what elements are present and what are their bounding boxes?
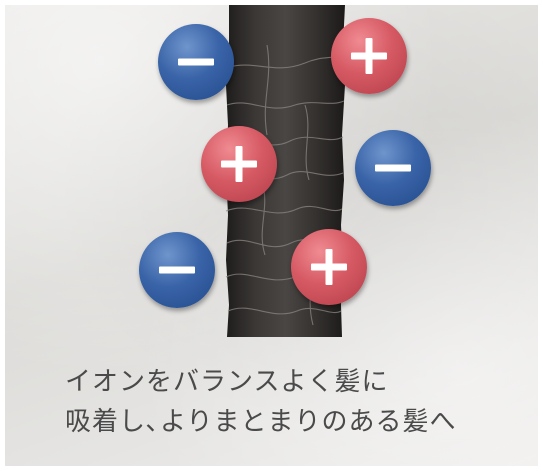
minus-icon — [159, 266, 195, 274]
minus-icon — [375, 164, 411, 172]
positive-ion-bubble — [331, 18, 407, 94]
plus-icon — [311, 249, 347, 285]
caption-text: イオンをバランスよく髪に 吸着し､よりまとまりのある髪へ — [65, 362, 535, 442]
minus-icon — [178, 58, 214, 66]
caption-line-1: イオンをバランスよく髪に — [65, 367, 389, 397]
positive-ion-bubble — [201, 126, 277, 202]
plus-icon — [221, 146, 257, 182]
positive-ion-bubble — [291, 229, 367, 305]
negative-ion-bubble — [158, 24, 234, 100]
caption-line-2: 吸着し､よりまとまりのある髪へ — [65, 407, 457, 437]
plus-icon — [351, 38, 387, 74]
illustration-panel: イオンをバランスよく髪に 吸着し､よりまとまりのある髪へ — [5, 5, 538, 466]
negative-ion-bubble — [355, 130, 431, 206]
negative-ion-bubble — [139, 232, 215, 308]
